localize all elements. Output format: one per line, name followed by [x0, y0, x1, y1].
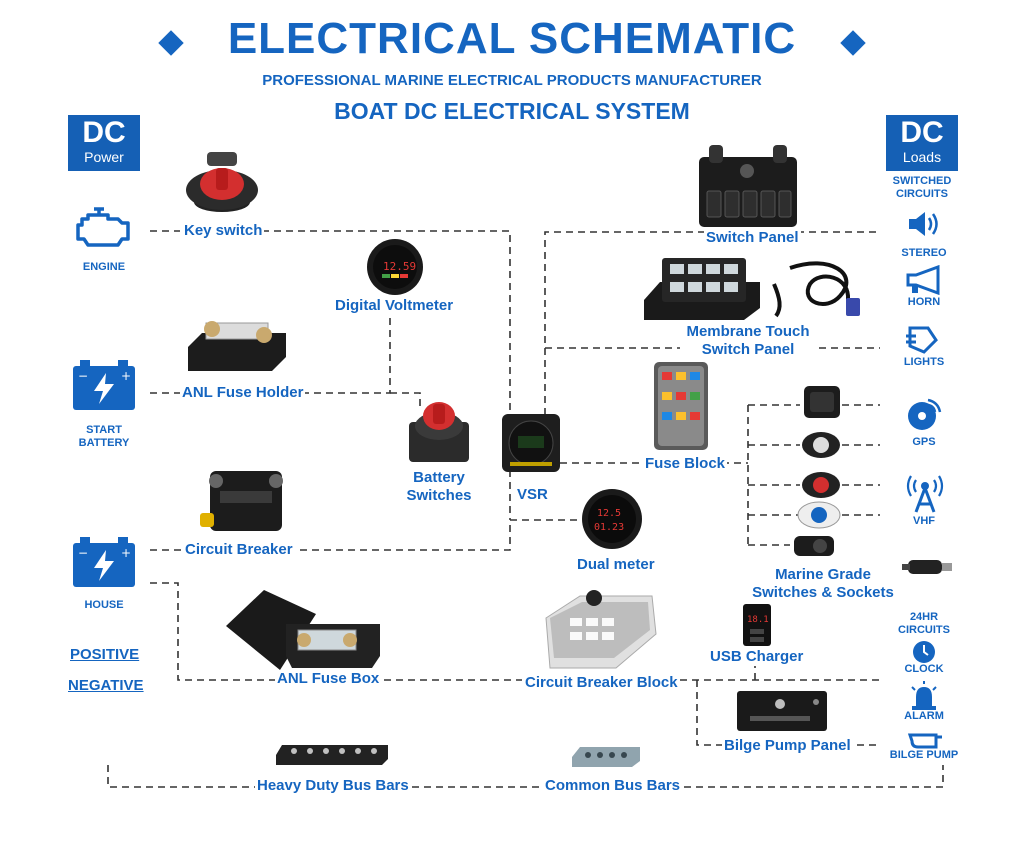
house-battery-icon: − +	[73, 537, 135, 587]
page-title: ELECTRICAL SCHEMATIC	[227, 14, 797, 63]
socket-image	[794, 536, 834, 556]
anl-fuse-holder-label: ANL Fuse Holder	[180, 384, 306, 402]
push-button-blue-image	[797, 501, 841, 529]
alarm-label: ALARM	[904, 710, 944, 722]
system-title: BOAT DC ELECTRICAL SYSTEM	[334, 98, 690, 124]
dc-loads-small: Loads	[902, 149, 942, 165]
start-label-line2: BATTERY	[78, 437, 130, 449]
battery-switches-line1: Battery	[413, 469, 465, 486]
circuit-breaker-block-image	[545, 590, 657, 669]
dc-power-box: DC Power	[68, 115, 140, 171]
common-bus-bars-label: Common Bus Bars	[543, 777, 683, 795]
vhf-label: VHF	[913, 515, 935, 527]
dual-meter-amps: 01.23	[594, 522, 624, 533]
dual-meter-image: 12.5 01.23	[582, 489, 642, 549]
switched-line2: CIRCUITS	[896, 188, 948, 200]
bilge-pump-icon	[907, 733, 942, 749]
circuit-breaker-image	[200, 471, 283, 531]
engine-icon	[76, 207, 130, 247]
cigarette-plug-image	[902, 560, 952, 574]
digital-voltmeter-label: Digital Voltmeter	[333, 297, 456, 315]
dual-meter-label: Dual meter	[575, 556, 657, 574]
fuse-block-label: Fuse Block	[643, 455, 728, 473]
svg-text:−: −	[78, 369, 88, 383]
anl-fuse-box-label: ANL Fuse Box	[275, 670, 382, 688]
start-battery-icon: − +	[73, 360, 135, 410]
hr24-line2: CIRCUITS	[898, 624, 950, 636]
vsr-image	[502, 414, 560, 472]
switched-line1: SWITCHED	[892, 175, 952, 187]
key-switch-label: Key switch	[182, 222, 265, 240]
alarm-icon	[911, 681, 937, 710]
clock-label: CLOCK	[904, 663, 944, 675]
anl-fuse-box-image	[226, 590, 380, 670]
membrane-label-line1: Membrane Touch	[686, 323, 810, 340]
membrane-switch-panel-image	[644, 258, 760, 320]
circuit-breaker-label: Circuit Breaker	[183, 541, 295, 559]
push-button-red-image	[802, 472, 840, 498]
membrane-label-line2: Switch Panel	[701, 341, 795, 358]
bilge-pump-panel-label: Bilge Pump Panel	[722, 737, 853, 755]
hr24-circuits-label: 24HR CIRCUITS	[884, 611, 964, 637]
marine-grade-line2: Switches & Sockets	[752, 584, 894, 601]
rocker-switch-image	[804, 386, 840, 418]
digital-voltmeter-image: 12.59	[367, 239, 423, 295]
marine-grade-label: Marine Grade Switches & Sockets	[750, 566, 896, 602]
switched-circuits-label: SWITCHED CIRCUITS	[882, 175, 962, 201]
anl-fuse-holder-image	[188, 321, 286, 371]
start-label-line1: START	[86, 424, 122, 436]
svg-text:+: +	[121, 369, 131, 383]
key-switch-image	[186, 152, 258, 212]
vhf-antenna-icon	[906, 475, 944, 513]
legend-negative: NEGATIVE	[68, 677, 144, 694]
usb-display: 18.1	[747, 615, 769, 625]
marine-grade-line1: Marine Grade	[775, 566, 871, 583]
battery-switches-label: Battery Switches	[400, 469, 478, 505]
usb-charger-image: 18.1	[743, 604, 771, 646]
lights-label: LIGHTS	[903, 356, 945, 368]
membrane-cable-image	[772, 261, 860, 318]
hr24-line1: 24HR	[909, 611, 939, 623]
svg-text:+: +	[121, 546, 131, 560]
usb-charger-label: USB Charger	[708, 648, 806, 666]
switch-panel-label: Switch Panel	[704, 229, 801, 247]
dc-loads-big: DC	[900, 116, 944, 149]
voltmeter-reading: 12.59	[383, 260, 416, 273]
vsr-label: VSR	[515, 486, 550, 504]
lights-icon	[906, 326, 938, 354]
switch-panel-image	[699, 145, 797, 227]
membrane-switch-panel-label: Membrane Touch Switch Panel	[680, 323, 816, 359]
gps-icon	[908, 398, 942, 430]
bilge-pump-label: BILGE PUMP	[889, 749, 959, 761]
speaker-icon	[909, 212, 938, 236]
dc-loads-box: DC Loads	[886, 115, 958, 171]
engine-label: ENGINE	[82, 261, 126, 273]
house-label: HOUSE	[84, 599, 124, 611]
circuit-breaker-block-label: Circuit Breaker Block	[523, 674, 680, 692]
clock-icon	[913, 641, 935, 663]
gps-label: GPS	[912, 436, 936, 448]
common-bus-bar-image	[572, 747, 640, 767]
push-button-silver-image	[802, 432, 840, 458]
battery-switches-image	[409, 402, 469, 462]
heavy-duty-bus-bar-image	[276, 745, 388, 765]
heavy-duty-bus-bars-label: Heavy Duty Bus Bars	[255, 777, 411, 795]
stereo-label: STEREO	[901, 247, 947, 259]
bilge-pump-panel-image	[737, 691, 827, 731]
legend-positive: POSITIVE	[70, 646, 140, 663]
horn-label: HORN	[907, 296, 941, 308]
battery-switches-line2: Switches	[406, 487, 472, 504]
svg-text:−: −	[78, 546, 88, 560]
fuse-block-image	[654, 362, 708, 450]
start-battery-label: START BATTERY	[64, 424, 144, 450]
horn-icon	[906, 265, 940, 295]
page-subtitle: PROFESSIONAL MARINE ELECTRICAL PRODUCTS …	[262, 72, 762, 89]
dc-power-big: DC	[82, 116, 126, 149]
dc-power-small: Power	[84, 149, 124, 165]
dual-meter-volts: 12.5	[597, 508, 621, 519]
